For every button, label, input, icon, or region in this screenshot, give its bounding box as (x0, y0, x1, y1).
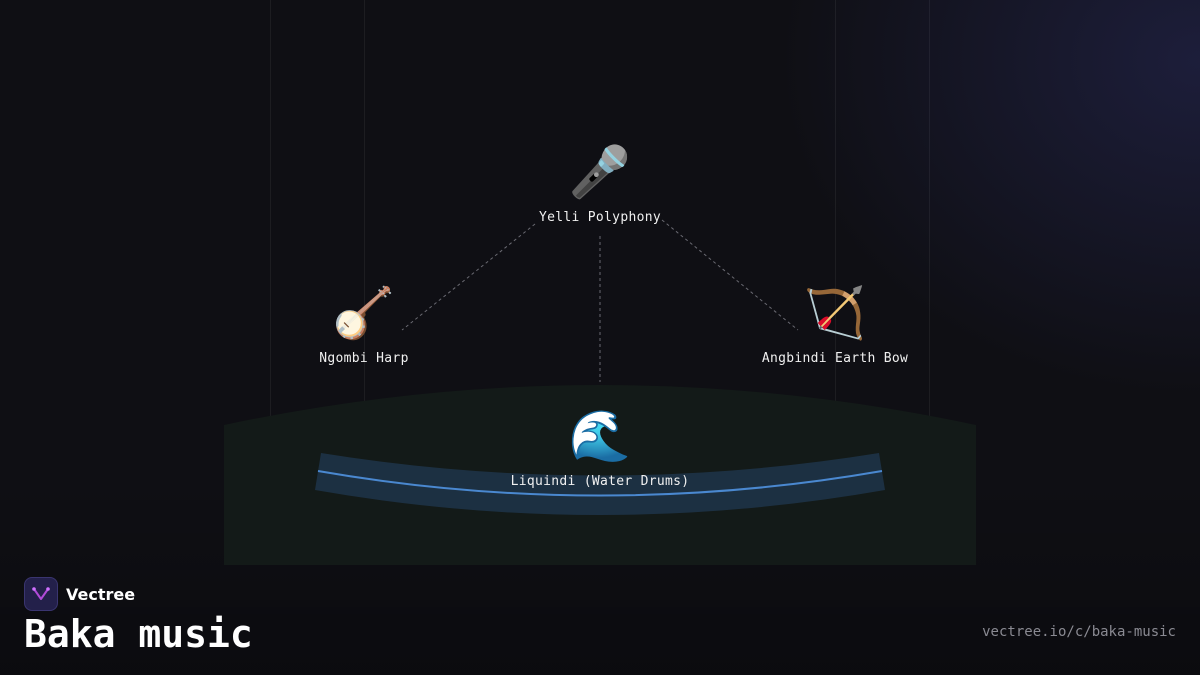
bow-and-arrow-icon: 🏹 (803, 284, 867, 342)
water-line (317, 470, 883, 497)
node-label: Angbindi Earth Bow (761, 351, 909, 366)
node-label: Yelli Polyphony (539, 210, 661, 225)
edge-yelli-angbindi (661, 219, 799, 331)
vectree-logo-icon (24, 577, 58, 611)
brand[interactable]: Vectree (24, 577, 135, 611)
page-title: Baka music (24, 612, 253, 656)
node-yelli-polyphony[interactable]: 🎤 Yelli Polyphony (539, 142, 661, 225)
grid-line (270, 0, 271, 565)
node-ngombi-harp[interactable]: 🪕 Ngombi Harp (319, 283, 408, 366)
vectree-logo-mark (32, 587, 50, 600)
water-wave-icon: 🌊 (568, 407, 632, 465)
node-angbindi-earth-bow[interactable]: 🏹 Angbindi Earth Bow (762, 283, 908, 366)
page-url[interactable]: vectree.io/c/baka-music (982, 624, 1176, 640)
node-label: Liquindi (Water Drums) (510, 474, 690, 489)
grid-line (835, 0, 836, 565)
microphone-icon: 🎤 (568, 143, 632, 201)
grid-line (929, 0, 930, 565)
grid-line (364, 0, 365, 565)
node-label: Ngombi Harp (319, 351, 409, 366)
pool-backdrop (224, 385, 976, 565)
water-band (315, 453, 885, 515)
brand-name: Vectree (66, 584, 136, 604)
banjo-icon: 🪕 (332, 284, 396, 342)
node-liquindi-water-drums[interactable]: 🌊 Liquindi (Water Drums) (511, 406, 690, 489)
edge-yelli-ngombi (401, 223, 536, 331)
